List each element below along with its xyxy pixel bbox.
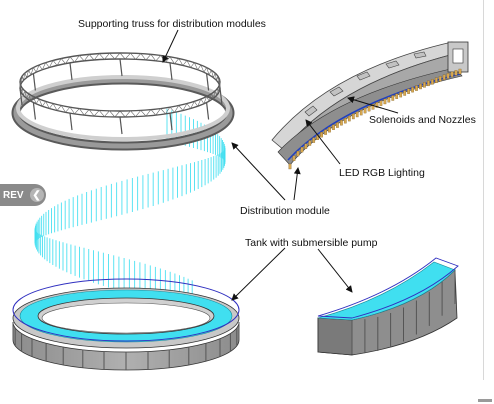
label-distribution-module: Distribution module [240, 205, 330, 217]
nozzle [458, 68, 462, 75]
arrow-module-right [293, 167, 301, 201]
nozzle [363, 107, 367, 114]
label-supporting-truss: Supporting truss for distribution module… [78, 18, 266, 30]
truss-post [206, 102, 210, 120]
prev-label: REV [3, 189, 24, 201]
chevron-left-icon: ❮ [29, 188, 44, 202]
nozzle [351, 113, 355, 120]
nozzle [430, 79, 434, 85]
nozzle [340, 120, 343, 126]
nozzle [328, 127, 331, 133]
arrow-tank-left [231, 247, 286, 301]
truss-post [69, 62, 73, 80]
truss-post [32, 102, 36, 120]
prev-slide-button[interactable]: REV ❮ [0, 184, 46, 206]
nozzle [427, 80, 430, 87]
truss-post [119, 116, 123, 135]
nozzle [454, 70, 458, 76]
solenoid-nozzles [288, 68, 462, 170]
nozzle [419, 83, 422, 90]
arrow-solenoids [347, 96, 399, 114]
nozzle [300, 147, 304, 153]
nozzle [438, 76, 442, 82]
arrow-module-left [231, 142, 286, 201]
arrow-tank-right [317, 248, 353, 293]
nozzle [296, 150, 300, 157]
nozzle [367, 106, 371, 112]
nozzle [312, 137, 316, 143]
nozzle [403, 90, 407, 96]
nozzle [336, 122, 339, 128]
arrow-truss [162, 29, 179, 63]
nozzle [347, 115, 351, 122]
truss-post [19, 87, 23, 106]
nozzle [379, 100, 383, 106]
nozzle [292, 155, 296, 161]
nozzle [391, 95, 395, 101]
nozzle [399, 91, 403, 98]
nozzle [415, 85, 418, 91]
nozzle [423, 82, 426, 88]
nozzle [434, 77, 438, 83]
nozzle [371, 104, 375, 110]
label-led-rgb-lighting: LED RGB Lighting [339, 167, 425, 179]
tank-ring [12, 278, 240, 371]
nozzle [288, 163, 292, 170]
truss-lattice [19, 52, 223, 135]
nozzle [320, 132, 323, 138]
nozzle [304, 143, 308, 149]
nozzle [343, 118, 347, 124]
scrollbar-thumb[interactable] [478, 399, 492, 402]
distribution-module-detail [271, 41, 469, 170]
nozzle [407, 88, 410, 94]
nozzle [383, 98, 387, 105]
nozzle [308, 140, 312, 146]
nozzle [395, 93, 399, 99]
nozzle [450, 71, 454, 78]
arrow-led [305, 119, 341, 165]
nozzle [446, 73, 450, 79]
nozzle [442, 74, 446, 80]
section-wall-ribs [351, 270, 456, 354]
truss-post [119, 58, 123, 77]
truss-post [32, 73, 36, 91]
tank-section-detail [317, 257, 459, 356]
label-solenoids-nozzles: Solenoids and Nozzles [369, 114, 476, 126]
truss-post [169, 113, 173, 131]
page-edge-line [483, 0, 484, 380]
truss-post [219, 87, 223, 106]
truss-post [206, 73, 210, 91]
nozzle [375, 102, 379, 108]
supporting-truss-ring [11, 52, 235, 151]
tank-wall-ribs [12, 322, 240, 370]
truss-post [169, 62, 173, 80]
nozzle [355, 111, 359, 118]
nozzle [359, 109, 363, 116]
truss-zigzag [19, 52, 221, 118]
nozzle [411, 87, 414, 93]
nozzle [332, 124, 335, 130]
truss-post [69, 113, 73, 131]
nozzle [387, 97, 391, 103]
label-tank-pump: Tank with submersible pump [245, 237, 378, 249]
nozzle [324, 129, 327, 135]
